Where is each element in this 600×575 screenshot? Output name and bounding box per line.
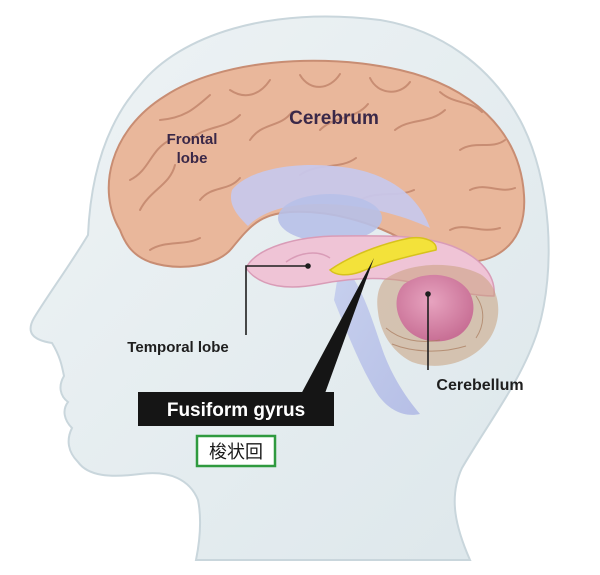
fusiform-gyrus-highlight xyxy=(328,236,437,276)
cerebellum-dot xyxy=(425,291,431,297)
fusiform-callout-pointer xyxy=(300,258,374,396)
temporal-lobe-label: Temporal lobe xyxy=(127,339,228,356)
temporal-lobe-dot xyxy=(305,263,311,269)
leader-lines xyxy=(245,263,431,370)
fusiform-callout-box xyxy=(138,392,334,426)
cerebellum-folds xyxy=(385,295,484,352)
cerebellum-core xyxy=(396,274,474,342)
cerebellum-label: Cerebellum xyxy=(436,377,523,394)
fusiform-gyrus-japanese-label: 梭状回 xyxy=(209,442,263,463)
cerebrum-label: Cerebrum xyxy=(289,108,379,129)
thalamus xyxy=(278,194,382,242)
temporal-lobe-leader xyxy=(245,265,308,335)
fusiform-gyrus-label: Fusiform gyrus xyxy=(167,400,305,421)
frontal-lobe-label-line2: lobe xyxy=(177,150,208,167)
frontal-lobe-label-line1: Frontal xyxy=(167,131,218,148)
temporal-fold xyxy=(285,252,331,263)
japanese-label-box xyxy=(195,434,277,468)
